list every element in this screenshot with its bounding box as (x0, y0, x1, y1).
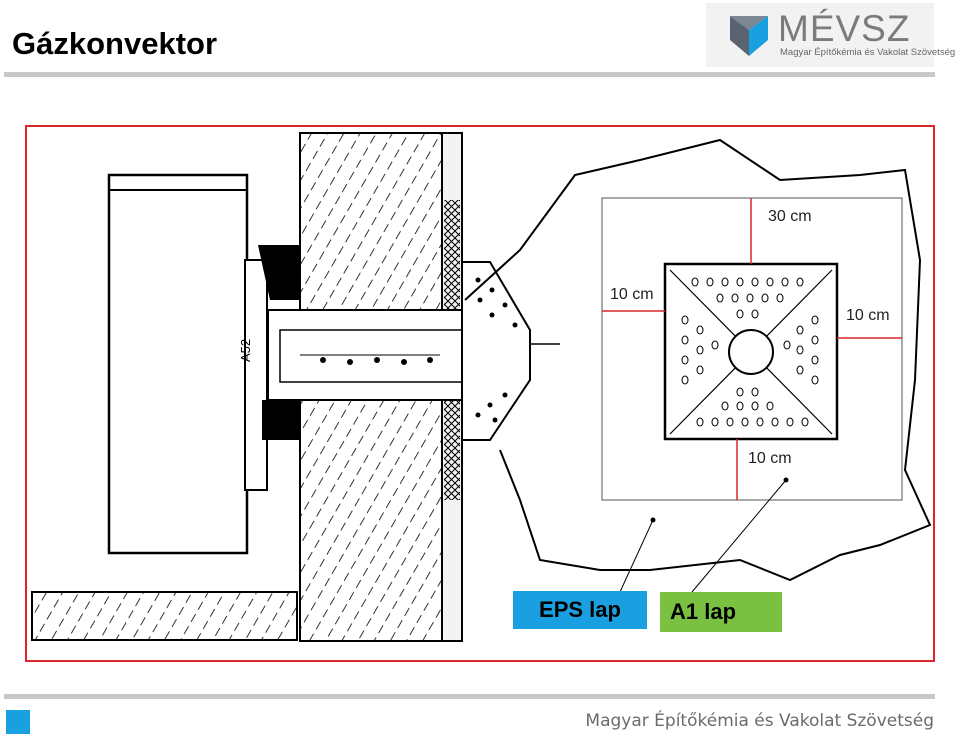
logo-cube-icon (730, 16, 768, 56)
floor-slab (31, 591, 298, 641)
footer-divider (4, 694, 935, 699)
dimension-left: 10 cm (610, 286, 654, 303)
slide-title: Gázkonvektor (12, 26, 218, 61)
header-divider (4, 72, 935, 77)
convector-marking: A52 (238, 339, 253, 362)
outer-cowl (461, 261, 560, 441)
grille-front (663, 262, 839, 441)
convector-housing (107, 173, 300, 555)
legend-eps-board: EPS lap (513, 591, 647, 629)
legend-a1-board: A1 lap (660, 592, 782, 632)
dimension-top: 30 cm (768, 208, 812, 225)
logo-subtitle: Magyar Építőkémia és Vakolat Szövetség (780, 47, 956, 58)
diagram-frame (25, 125, 935, 662)
flue-pipe (267, 309, 499, 401)
a1-board-outline (464, 138, 932, 582)
leader-dot-eps (650, 517, 656, 523)
logo-wordmark: MÉVSZ (778, 8, 911, 49)
footer-accent-square (6, 710, 30, 734)
dimension-right: 10 cm (846, 307, 890, 324)
leader-lines (619, 479, 787, 593)
dimension-lines (602, 198, 902, 500)
footer-organization: Magyar Építőkémia és Vakolat Szövetség (585, 711, 934, 731)
leader-dot-a1 (783, 477, 789, 483)
dimension-bottom: 10 cm (748, 450, 792, 467)
